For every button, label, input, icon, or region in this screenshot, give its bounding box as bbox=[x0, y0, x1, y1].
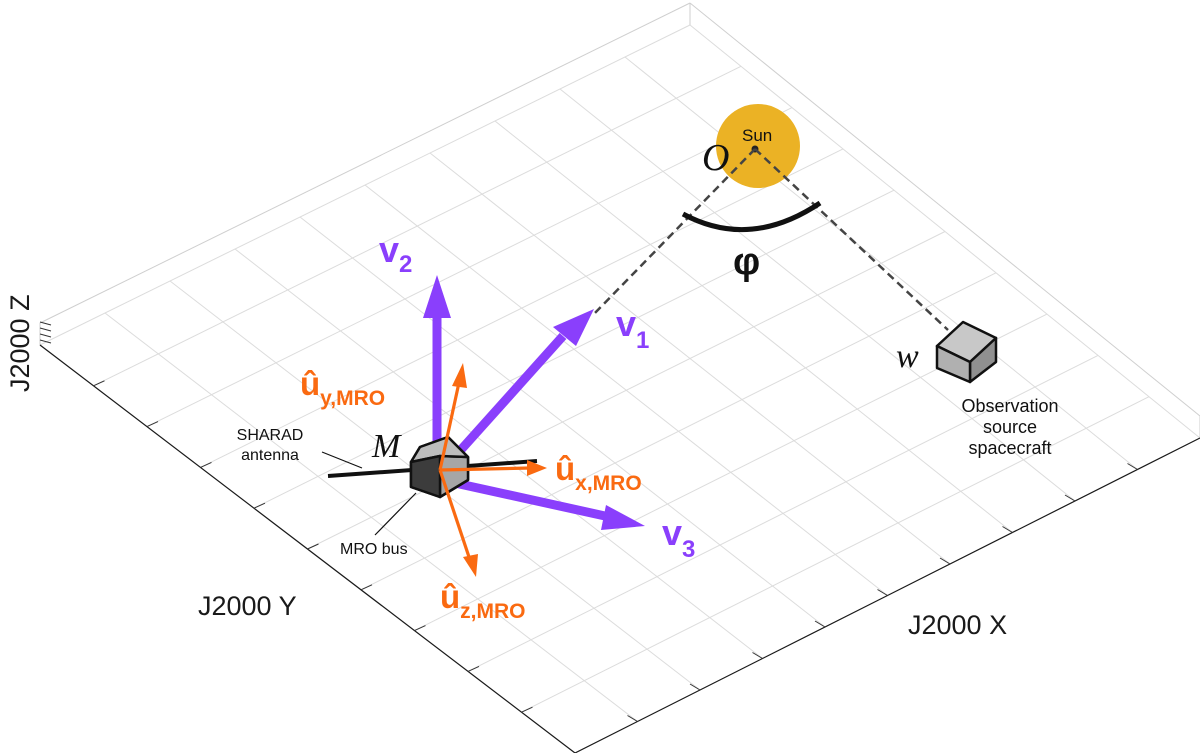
axis-tick bbox=[414, 625, 426, 632]
spacecraft-caption-line2: source bbox=[983, 417, 1037, 437]
axis-tick bbox=[689, 683, 701, 691]
spacecraft-cube-icon bbox=[935, 320, 998, 384]
spacecraft-point-label: w bbox=[896, 338, 919, 375]
y-axis-label: J2000 Y bbox=[198, 591, 297, 621]
bus-label: MRO bus bbox=[340, 541, 408, 558]
v2-label: v2 bbox=[379, 229, 412, 278]
axis-tick bbox=[146, 421, 159, 428]
grid-line bbox=[39, 2, 691, 324]
mro-bus-icon bbox=[409, 435, 470, 499]
v3-label: v3 bbox=[662, 512, 695, 563]
sun-name-label: Sun bbox=[742, 126, 772, 145]
angle-arc bbox=[681, 200, 822, 233]
axis-tick bbox=[1002, 526, 1013, 533]
grid-line bbox=[689, 24, 1200, 439]
v1-vector-arrow bbox=[446, 332, 567, 466]
axis-tick bbox=[360, 584, 373, 591]
grid-line bbox=[624, 56, 1138, 470]
axis-tick bbox=[877, 589, 888, 596]
axis-tick bbox=[467, 665, 480, 672]
axis-tick bbox=[39, 333, 52, 338]
ux-label: ûx,MRO bbox=[555, 450, 642, 495]
axis-tick bbox=[752, 652, 763, 659]
uy-label: ûy,MRO bbox=[300, 365, 385, 410]
grid-line bbox=[559, 88, 1076, 502]
axis-tick bbox=[1127, 463, 1138, 470]
grid-line bbox=[364, 184, 888, 596]
grid-line bbox=[494, 120, 1013, 533]
grid-line bbox=[429, 152, 951, 565]
angle-label: φ bbox=[733, 241, 760, 283]
sun-to-spacecraft-dashed-line bbox=[754, 148, 949, 331]
uy-vector-arrow bbox=[438, 377, 462, 471]
x-axis-label: J2000 X bbox=[908, 610, 1007, 640]
grid-line bbox=[689, 2, 1200, 417]
antenna-label-line1: SHARAD bbox=[237, 427, 304, 444]
ux-vector-arrow bbox=[439, 466, 531, 472]
grid-plane bbox=[39, 2, 1200, 753]
sun-point-label: O bbox=[702, 137, 729, 179]
axis-tick bbox=[39, 339, 52, 344]
spacecraft-caption-line1: Observation bbox=[961, 396, 1058, 416]
axis-tick bbox=[39, 327, 52, 332]
grid-line bbox=[360, 272, 997, 591]
mro-point-label: M bbox=[371, 428, 402, 465]
z-axis-label: J2000 Z bbox=[5, 294, 35, 392]
v3-vector-arrow bbox=[454, 478, 606, 521]
axis-tick bbox=[307, 543, 319, 550]
spacecraft-caption-line3: spacecraft bbox=[968, 438, 1051, 458]
u-vectors bbox=[438, 363, 547, 577]
grid-line bbox=[467, 354, 1099, 672]
axis-tick bbox=[253, 502, 266, 509]
axis-tick bbox=[1064, 494, 1076, 502]
axis-tick bbox=[627, 715, 638, 722]
antenna-leader-line bbox=[321, 451, 363, 469]
axis-tick bbox=[93, 380, 105, 387]
axis-tick bbox=[814, 620, 826, 628]
axis-ticks bbox=[39, 321, 1138, 722]
antenna-label-line2: antenna bbox=[241, 447, 299, 464]
axis-tick bbox=[200, 461, 212, 468]
uz-vector-arrow bbox=[438, 469, 472, 561]
v1-label: v1 bbox=[616, 303, 649, 354]
sun-disk bbox=[716, 104, 800, 188]
bus-leader-line bbox=[374, 492, 417, 536]
axis-tick bbox=[39, 321, 52, 326]
uz-label: ûz,MRO bbox=[440, 578, 526, 623]
axis-tick bbox=[521, 706, 533, 713]
grid-line bbox=[521, 396, 1150, 713]
axis-tick bbox=[939, 557, 951, 565]
